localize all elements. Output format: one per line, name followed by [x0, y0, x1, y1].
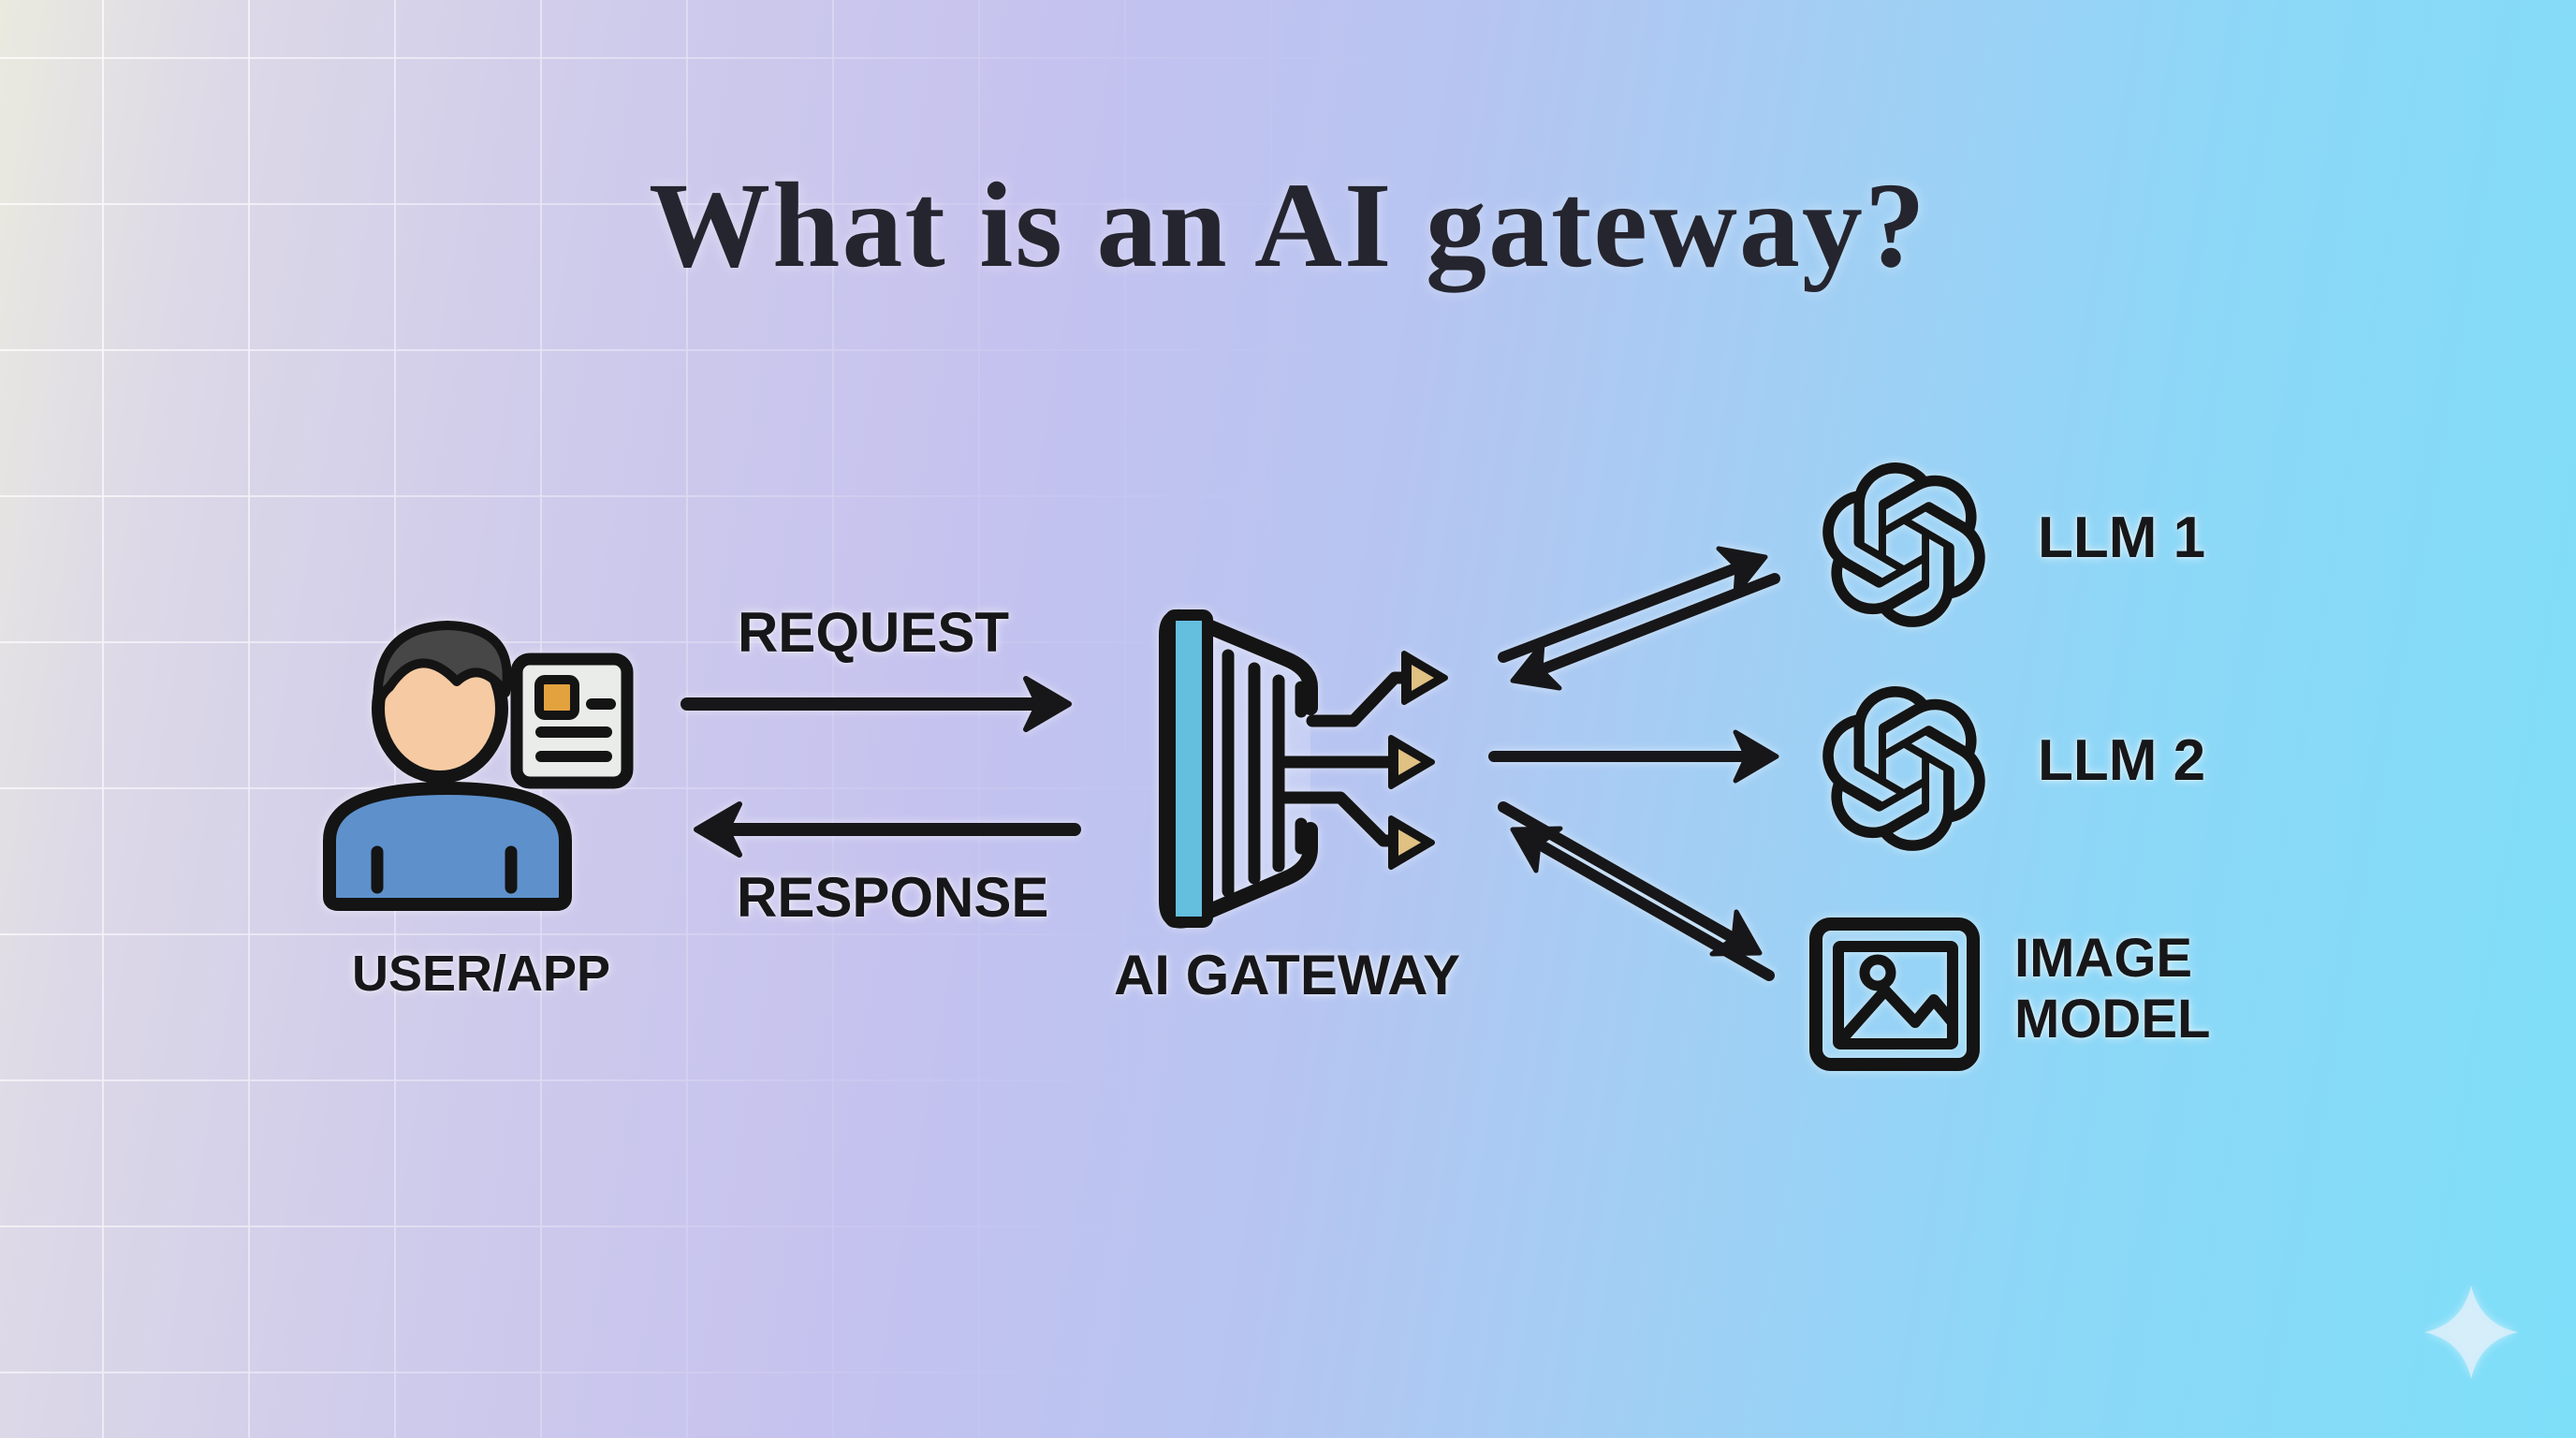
image-model-return-arrowhead: [1510, 826, 1563, 873]
user-hair: [373, 621, 512, 712]
gateway-cyan-bar: [1164, 609, 1213, 928]
user-shirt: [323, 782, 572, 911]
gateway-to-llm1-arrows: [1498, 546, 1780, 691]
openai-logo-icon-llm1: [1822, 462, 1985, 627]
request-label: REQUEST: [737, 601, 1010, 664]
llm1-outbound-arrowhead: [1716, 546, 1768, 597]
request-arrow: [681, 676, 1072, 732]
gateway-branch-bottom-arrowhead-gold: [1398, 829, 1421, 856]
image-model-return-shaft: [1539, 842, 1775, 981]
image-icon-inner-frame: [1833, 941, 1958, 1049]
llm1-label: LLM 1: [2038, 506, 2206, 570]
image-picture-icon: [1809, 917, 1980, 1071]
user-person-icon: [323, 621, 572, 911]
response-arrowhead: [694, 801, 742, 858]
gateway-branch-middle-arrowhead-gold: [1398, 749, 1421, 775]
openai-logo-icon-llm2: [1822, 686, 1985, 851]
page-title: What is an AI gateway?: [649, 158, 1927, 293]
llm1-return-shaft: [1539, 573, 1780, 674]
gateway-funnel-icon: [1159, 609, 1448, 929]
gateway-to-llm2-arrow: [1488, 729, 1779, 784]
user-label: USER/APP: [351, 946, 611, 1002]
gateway-branch-top: [1306, 671, 1411, 727]
document-icon: [510, 653, 634, 789]
response-label: RESPONSE: [737, 866, 1049, 929]
request-arrowhead: [1023, 676, 1072, 732]
document-photo-square: [534, 675, 579, 720]
image-model-label-line2: MODEL: [2014, 989, 2211, 1049]
image-icon-sun: [1859, 954, 1896, 991]
image-icon-outer-frame: [1809, 917, 1980, 1071]
gateway-branch-top-arrowhead-gold: [1412, 665, 1434, 691]
response-arrow: [694, 801, 1081, 858]
image-model-label-line1: IMAGE: [2014, 928, 2193, 989]
gateway-branch-bottom: [1274, 791, 1398, 847]
gateway-to-image-model-arrows: [1498, 801, 1775, 981]
image-icon-mountains: [1835, 985, 1958, 1047]
gateway-label: AI GATEWAY: [1113, 944, 1461, 1006]
llm2-arrowhead: [1733, 729, 1779, 784]
llm2-label: LLM 2: [2038, 728, 2206, 793]
llm1-return-arrowhead: [1510, 640, 1562, 691]
sparkle-icon: [2424, 1285, 2518, 1379]
